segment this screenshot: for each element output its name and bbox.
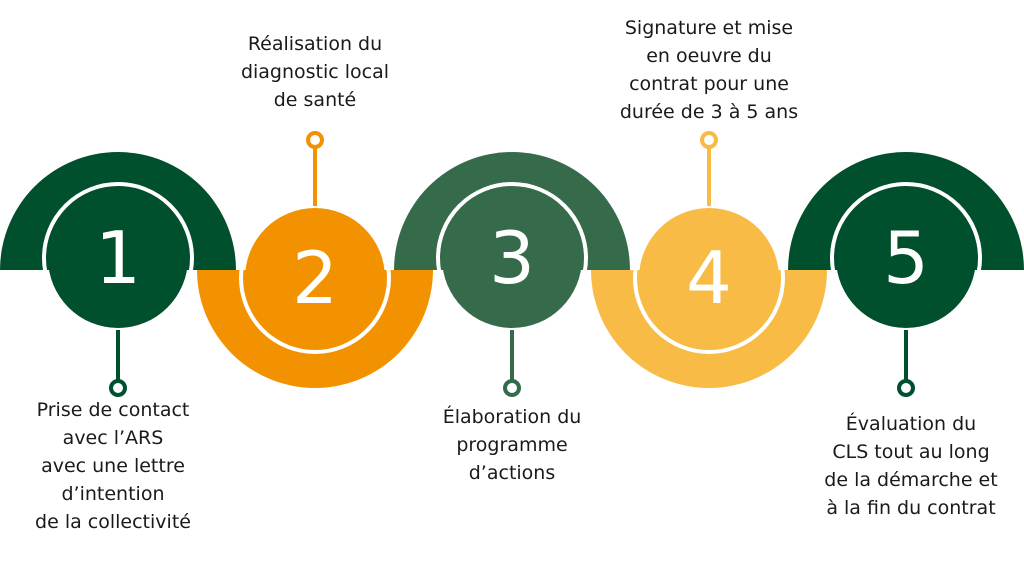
step-5-circle	[836, 188, 976, 328]
step-4-number: 4	[686, 236, 732, 320]
step-3-label: Élaboration du programme d’actions	[442, 406, 582, 484]
step-2-connector-dot	[306, 131, 324, 149]
step-1-circle	[48, 188, 188, 328]
step-5-connector-dot	[897, 379, 915, 397]
step-4: 4	[591, 131, 827, 388]
step-2: 2	[197, 131, 433, 388]
step-5: 5	[788, 152, 1024, 397]
step-4-connector-dot	[700, 131, 718, 149]
step-1-number: 1	[95, 216, 141, 300]
step-2-label: Réalisation du diagnostic local de santé	[240, 33, 390, 111]
step-5-number: 5	[883, 216, 929, 300]
step-4-circle	[639, 208, 779, 348]
step-3: 3	[394, 152, 630, 397]
step-3-connector-dot	[503, 379, 521, 397]
step-4-label: Signature et mise en oeuvre du contrat p…	[619, 17, 799, 123]
step-1-label: Prise de contact avec l’ARS avec une let…	[35, 399, 191, 533]
step-1: 1	[0, 152, 236, 397]
step-1-connector-dot	[109, 379, 127, 397]
step-3-number: 3	[489, 216, 535, 300]
step-5-label: Évaluation du CLS tout au long de la dém…	[824, 413, 998, 519]
step-2-number: 2	[292, 236, 338, 320]
step-2-circle	[245, 208, 385, 348]
step-3-circle	[442, 188, 582, 328]
